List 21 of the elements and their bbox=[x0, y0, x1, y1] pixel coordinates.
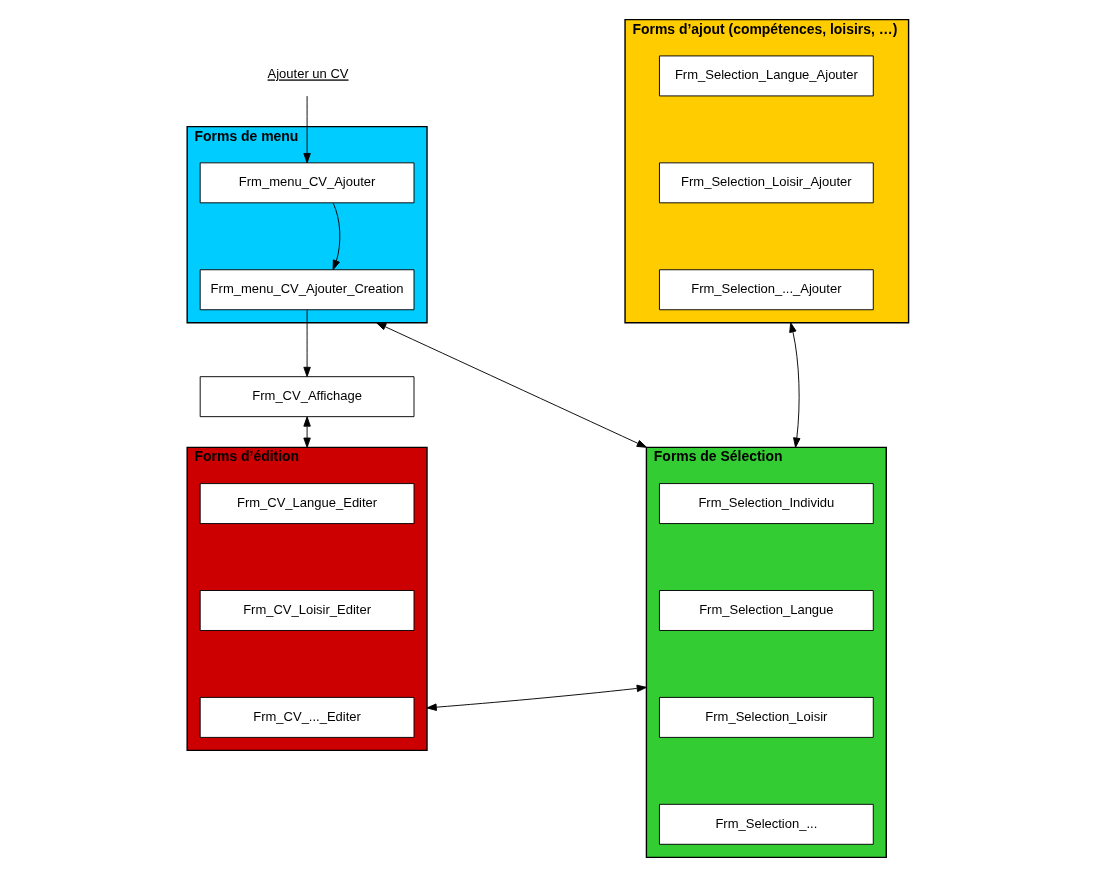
node-box: Frm_Selection_Langue_Ajouter bbox=[658, 55, 874, 97]
node-box: Frm_menu_CV_Ajouter_Creation bbox=[199, 269, 415, 311]
node-box: Frm_CV_Langue_Editer bbox=[199, 483, 415, 525]
node-box: Frm_Selection_..._Ajouter bbox=[658, 269, 874, 311]
node-box: Frm_Selection_Langue bbox=[658, 590, 874, 631]
arrow bbox=[426, 684, 647, 711]
node-box: Frm_Selection_Individu bbox=[658, 483, 874, 525]
node-box: Frm_Selection_Loisir_Ajouter bbox=[658, 162, 874, 204]
node-box: Frm_CV_..._Editer bbox=[199, 696, 415, 738]
arrow bbox=[303, 95, 311, 164]
arrow bbox=[789, 322, 801, 448]
node-box: Frm_CV_Affichage bbox=[199, 376, 415, 418]
arrow bbox=[332, 202, 341, 271]
node-box: Frm_menu_CV_Ajouter bbox=[199, 162, 415, 204]
node-box: Frm_Selection_Loisir bbox=[658, 696, 874, 738]
node-box: Frm_CV_Loisir_Editer bbox=[199, 590, 415, 631]
node-box: Frm_Selection_... bbox=[658, 803, 874, 845]
node-text: Ajouter un CV bbox=[267, 66, 349, 82]
arrow bbox=[303, 416, 311, 448]
arrow bbox=[376, 322, 647, 448]
arrow bbox=[303, 309, 311, 378]
